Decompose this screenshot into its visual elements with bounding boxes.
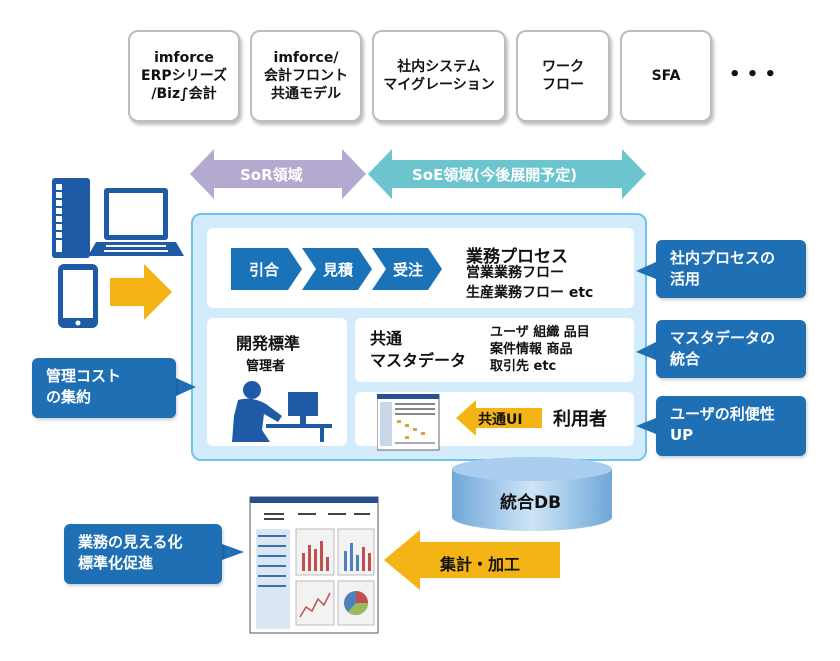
top-box-erp: imforce ERPシリーズ /Biz∫会計 <box>128 30 240 122</box>
top-box-kaikei: imforce/ 会計フロント 共通モデル <box>250 30 362 122</box>
devices-icon <box>52 178 184 328</box>
master-data-box <box>355 318 634 382</box>
business-process-title: 業務プロセス <box>466 247 568 267</box>
ellipsis: • • • <box>729 64 777 85</box>
chevron-hikiai <box>231 248 302 290</box>
dashboard-thumb <box>249 496 379 634</box>
common-ui-arrow <box>456 400 542 436</box>
common-ui-label: 共通UI <box>478 412 523 428</box>
db-cylinder <box>452 457 612 531</box>
soe-arrow <box>368 149 646 199</box>
top-box-migration: 社内システム マイグレーション <box>372 30 506 122</box>
chevron-mitsumori <box>302 248 372 290</box>
db-label: 統合DB <box>500 493 562 513</box>
device-arrow <box>110 264 172 320</box>
business-process-lines: 営業業務フロー 生産業務フロー etc <box>466 265 594 301</box>
master-data-items: ユーザ 組織 品目 案件情報 商品 取引先 etc <box>490 325 590 374</box>
aggregate-arrow <box>384 530 560 590</box>
top-box-workflow: ワーク フロー <box>516 30 610 122</box>
dev-standard-title: 開発標準 <box>236 334 301 353</box>
dev-standard-sub: 管理者 <box>246 359 286 374</box>
soe-label: SoE領域(今後展開予定) <box>412 166 578 184</box>
label-process-usage: 社内プロセスの 活用 <box>656 240 806 298</box>
step-hikiai: 引合 <box>248 260 279 279</box>
admin-person-icon <box>232 381 332 442</box>
aggregate-label: 集計・加工 <box>440 555 521 574</box>
label-cost-consolidation: 管理コスト の集約 <box>32 358 176 418</box>
master-data-title: 共通 マスタデータ <box>370 329 467 370</box>
sor-arrow <box>190 149 366 199</box>
ui-screenshot-thumb <box>377 394 440 451</box>
label-user-convenience: ユーザの利便性 UP <box>656 396 806 456</box>
step-juchu: 受注 <box>392 260 423 279</box>
label-visualization: 業務の見える化 標準化促進 <box>64 524 222 584</box>
chevron-juchu <box>372 248 442 290</box>
user-label: 利用者 <box>553 409 607 430</box>
step-mitsumori: 見積 <box>322 260 353 279</box>
sor-label: SoR領域 <box>240 166 303 184</box>
label-master-integration: マスタデータの 統合 <box>656 320 806 378</box>
top-box-sfa: SFA <box>620 30 712 122</box>
